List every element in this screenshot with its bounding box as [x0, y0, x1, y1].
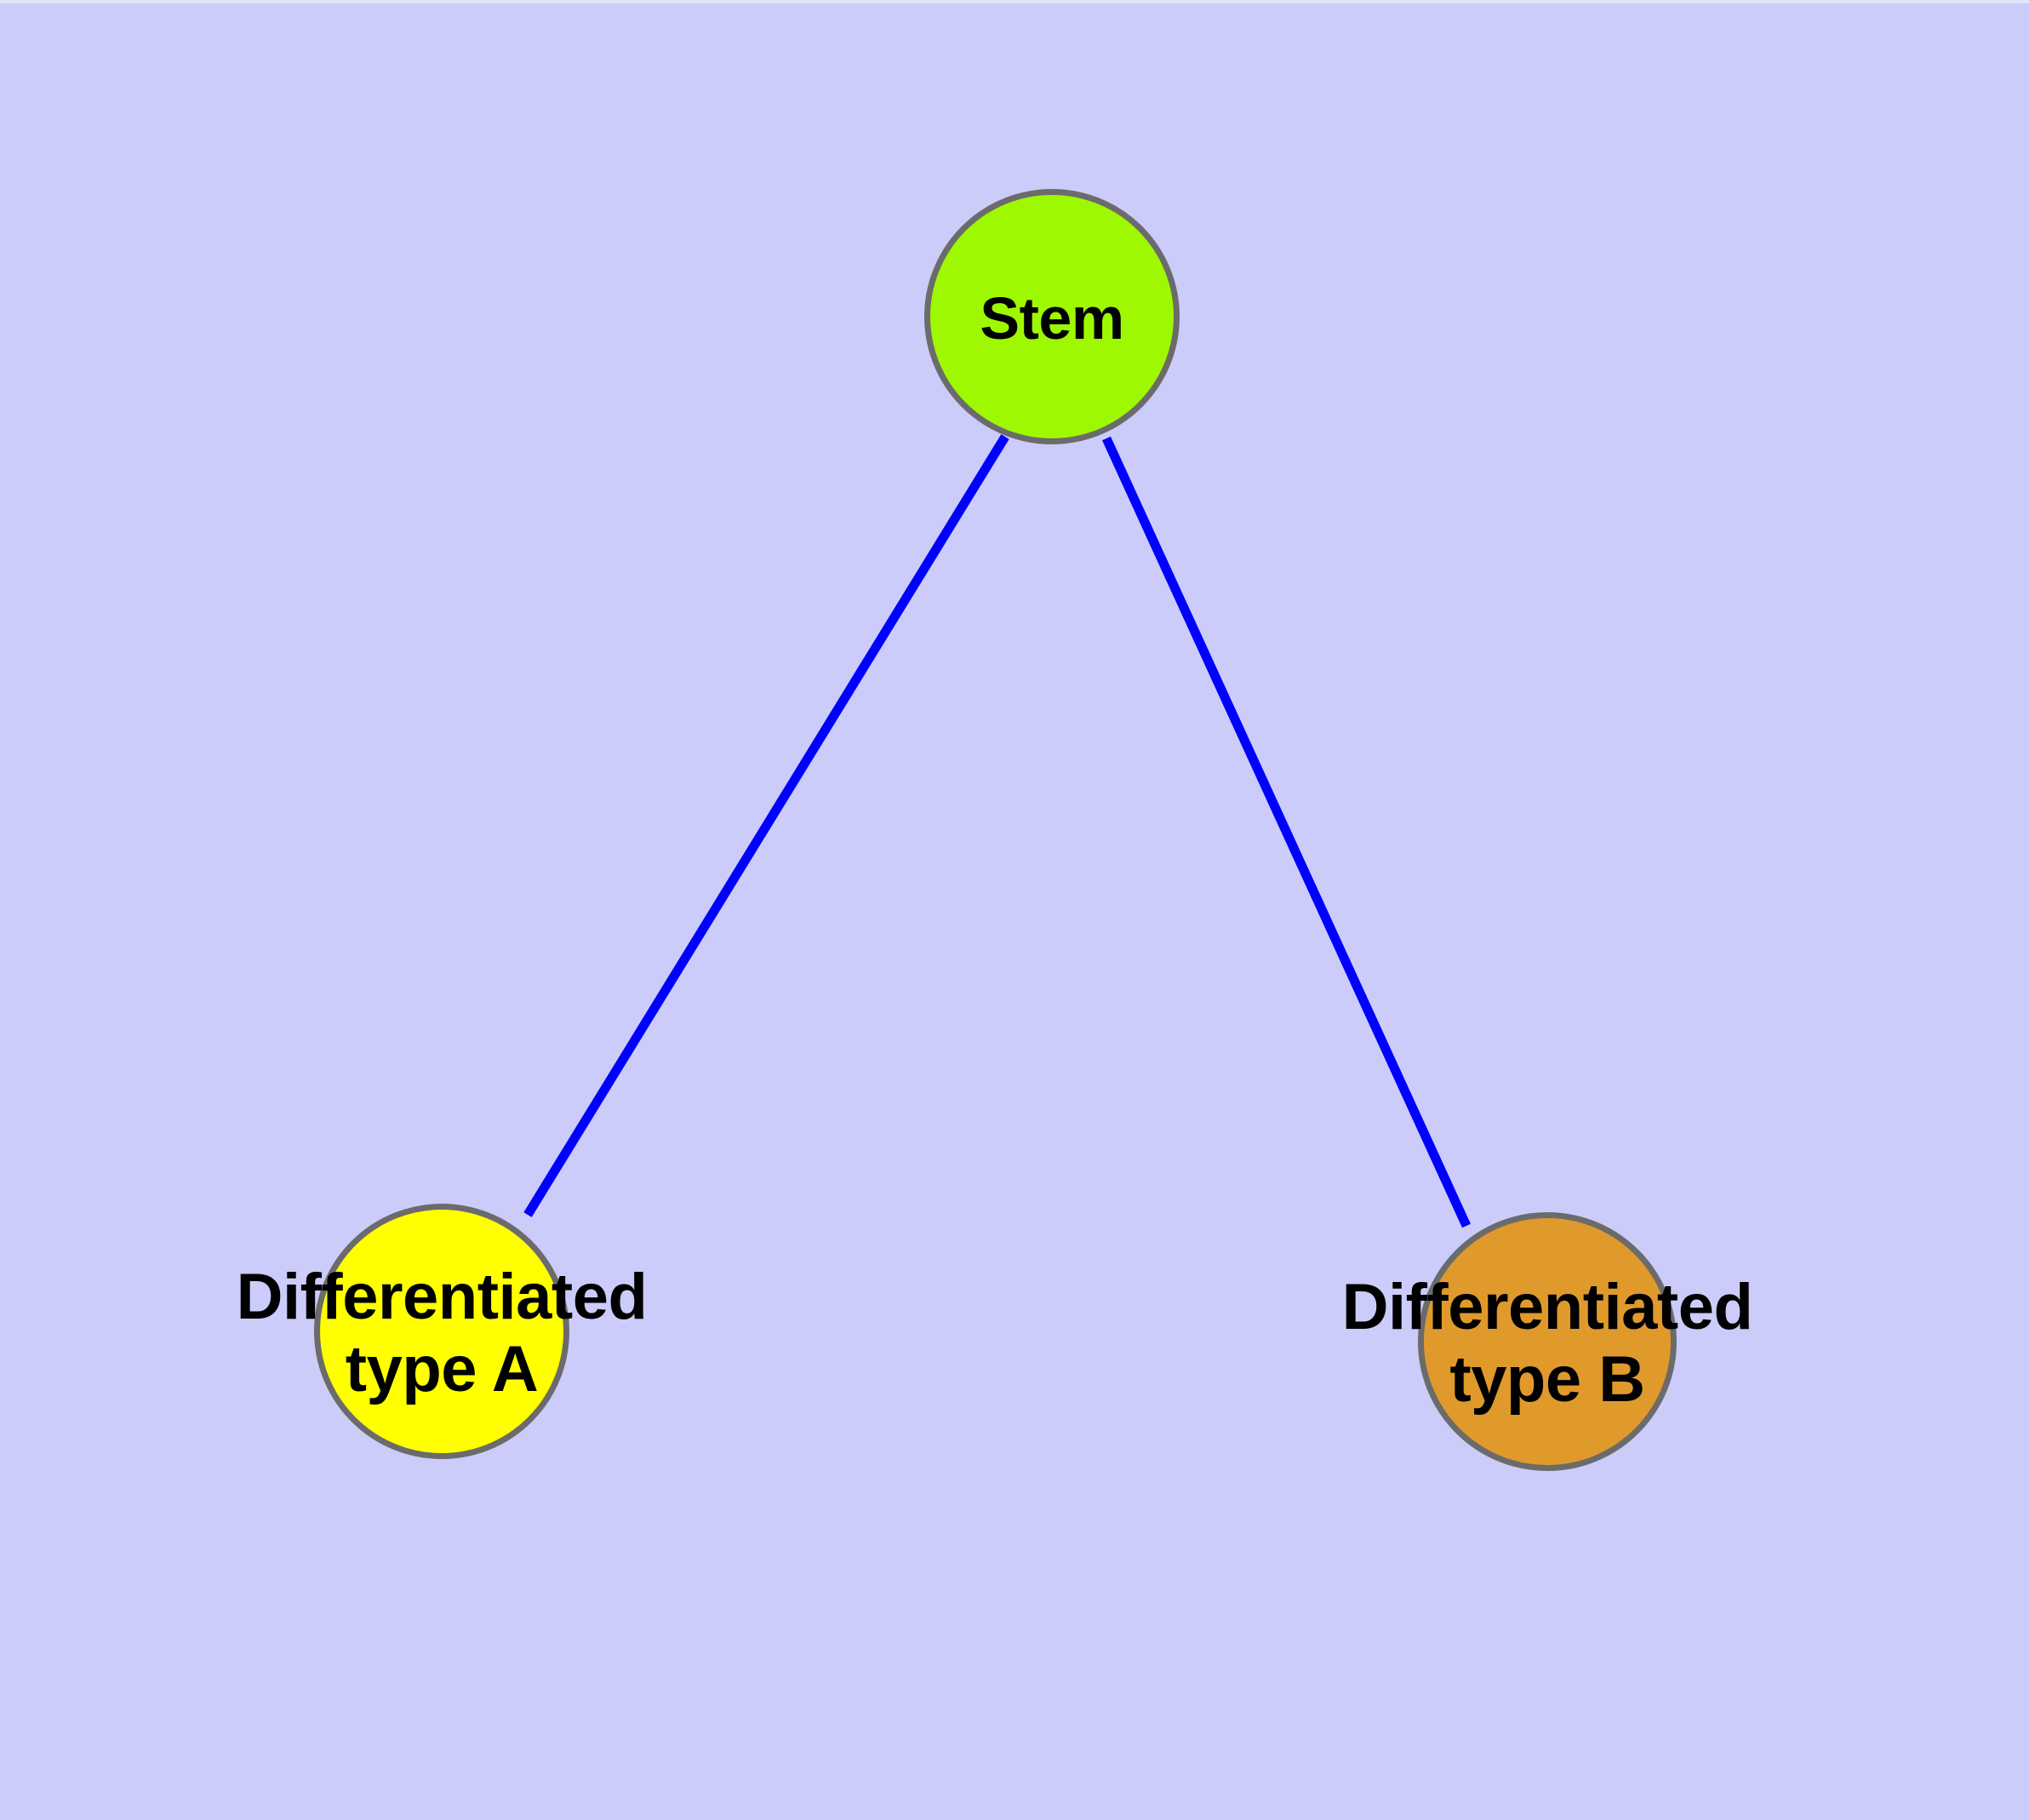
node-stem-circle[interactable] [924, 189, 1180, 444]
node-layer [314, 189, 1677, 1471]
edge-layer [523, 434, 1472, 1228]
top-edge-strip [0, 0, 2029, 3]
node-diff-a-circle[interactable] [314, 1204, 569, 1459]
edge-stem-to-diff-b[interactable] [1101, 436, 1472, 1228]
edge-stem-to-diff-a[interactable] [523, 434, 1009, 1217]
node-diff-b-circle[interactable] [1418, 1212, 1677, 1471]
